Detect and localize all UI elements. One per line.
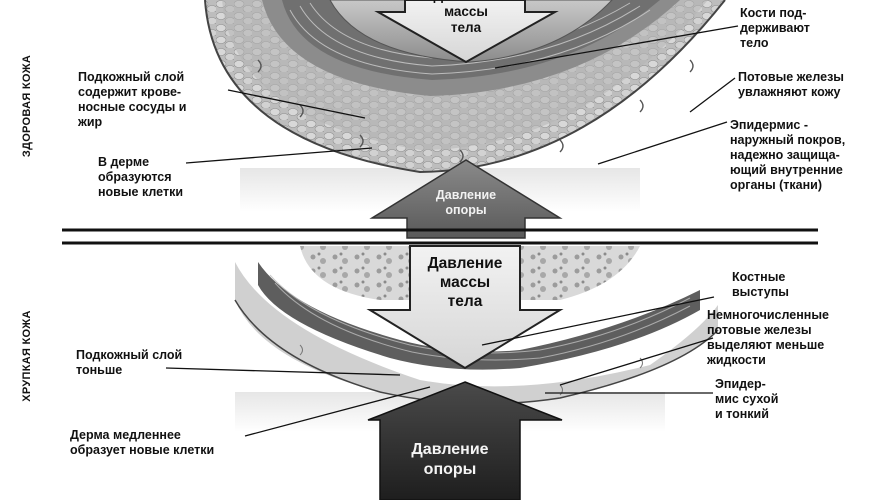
section-label-healthy: ЗДОРОВАЯ КОЖА: [21, 51, 33, 161]
label-slow-dermis: Дерма медленнее образует новые клетки: [70, 428, 214, 458]
label-bones: Кости под- держивают тело: [740, 6, 810, 51]
body-pressure-label-bottom: Давление массы тела: [405, 254, 525, 311]
label-epidermis: Эпидермис - наружный покров, надежно защ…: [730, 118, 845, 193]
support-pressure-label-bottom: Давление опоры: [385, 440, 515, 480]
support-pressure-label-top: Давление опоры: [407, 188, 525, 218]
body-pressure-label-top: Давление массы тела: [410, 0, 522, 36]
label-thin-subcutaneous: Подкожный слой тоньше: [76, 348, 182, 378]
label-sweat-glands: Потовые железы увлажняют кожу: [738, 70, 844, 100]
label-dermis: В дерме образуются новые клетки: [98, 155, 183, 200]
label-few-sweat-glands: Немногочисленные потовые железы выделяют…: [707, 308, 829, 368]
label-thin-epidermis: Эпидер- мис сухой и тонкий: [715, 377, 778, 422]
section-label-fragile: ХРУПКАЯ КОЖА: [21, 301, 33, 411]
label-subcutaneous: Подкожный слой содержит крове- носные со…: [78, 70, 186, 130]
label-bony-prominences: Костные выступы: [732, 270, 789, 300]
